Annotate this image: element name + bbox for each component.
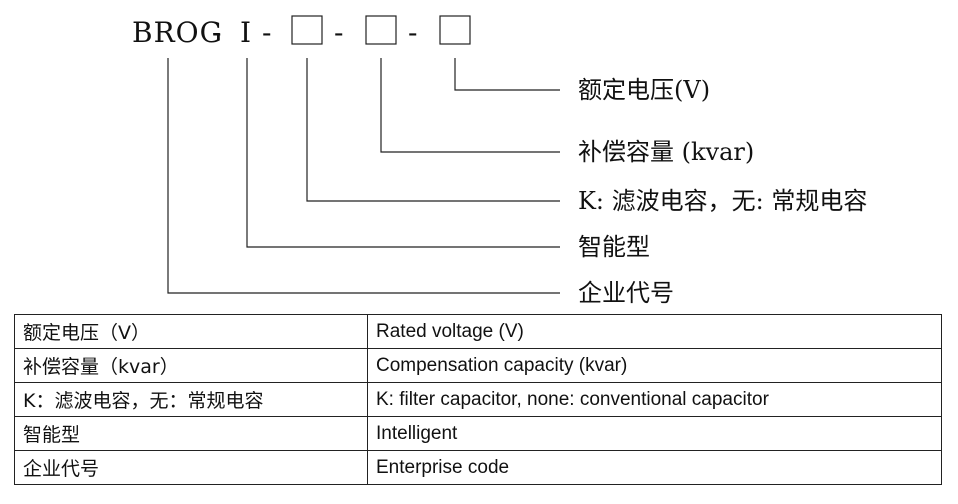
table-row: 智能型 Intelligent bbox=[14, 416, 942, 451]
placeholder-box-capacity bbox=[365, 15, 397, 45]
model-dash: - bbox=[334, 16, 344, 49]
table-cell-english: Enterprise code bbox=[367, 450, 942, 485]
table-cell-english: Compensation capacity (kvar) bbox=[367, 348, 942, 383]
placeholder-box-filter bbox=[291, 15, 323, 45]
model-code-diagram: BROG - I - - - 额定电压(V) 补偿容量 (kvar) K: 滤波… bbox=[132, 15, 867, 307]
placeholder-box-voltage bbox=[439, 15, 471, 45]
leader-line-voltage bbox=[454, 58, 560, 91]
model-prefix-brog: BROG bbox=[132, 16, 223, 49]
label-compensation-capacity: 补偿容量 (kvar) bbox=[578, 138, 754, 166]
leader-line-capacity bbox=[380, 58, 560, 153]
label-enterprise-code: 企业代号 bbox=[578, 279, 674, 307]
label-rated-voltage: 额定电压(V) bbox=[578, 76, 710, 104]
leader-line-enterprise bbox=[167, 58, 560, 294]
table-cell-english: Rated voltage (V) bbox=[367, 314, 942, 349]
table-row: K：滤波电容，无：常规电容 K: filter capacitor, none:… bbox=[14, 382, 942, 417]
table-cell-chinese: 补偿容量（kvar） bbox=[14, 348, 368, 383]
leader-line-filter bbox=[306, 58, 560, 202]
model-dash: - bbox=[262, 16, 272, 49]
table-cell-english: K: filter capacitor, none: conventional … bbox=[367, 382, 942, 417]
model-dash: - bbox=[212, 16, 222, 49]
table-cell-chinese: 智能型 bbox=[14, 416, 368, 451]
table-row: 额定电压（V） Rated voltage (V) bbox=[14, 314, 942, 349]
model-code-i: I bbox=[240, 16, 252, 49]
label-filter-capacitor: K: 滤波电容，无: 常规电容 bbox=[578, 187, 867, 215]
table-row: 企业代号 Enterprise code bbox=[14, 450, 942, 485]
leader-line-intelligent bbox=[246, 58, 560, 248]
table-cell-chinese: 企业代号 bbox=[14, 450, 368, 485]
translation-table: 额定电压（V） Rated voltage (V) 补偿容量（kvar） Com… bbox=[14, 314, 942, 485]
table-row: 补偿容量（kvar） Compensation capacity (kvar) bbox=[14, 348, 942, 383]
model-dash: - bbox=[408, 16, 418, 49]
table-cell-english: Intelligent bbox=[367, 416, 942, 451]
table-cell-chinese: 额定电压（V） bbox=[14, 314, 368, 349]
table-cell-chinese: K：滤波电容，无：常规电容 bbox=[14, 382, 368, 417]
label-intelligent: 智能型 bbox=[578, 233, 650, 261]
